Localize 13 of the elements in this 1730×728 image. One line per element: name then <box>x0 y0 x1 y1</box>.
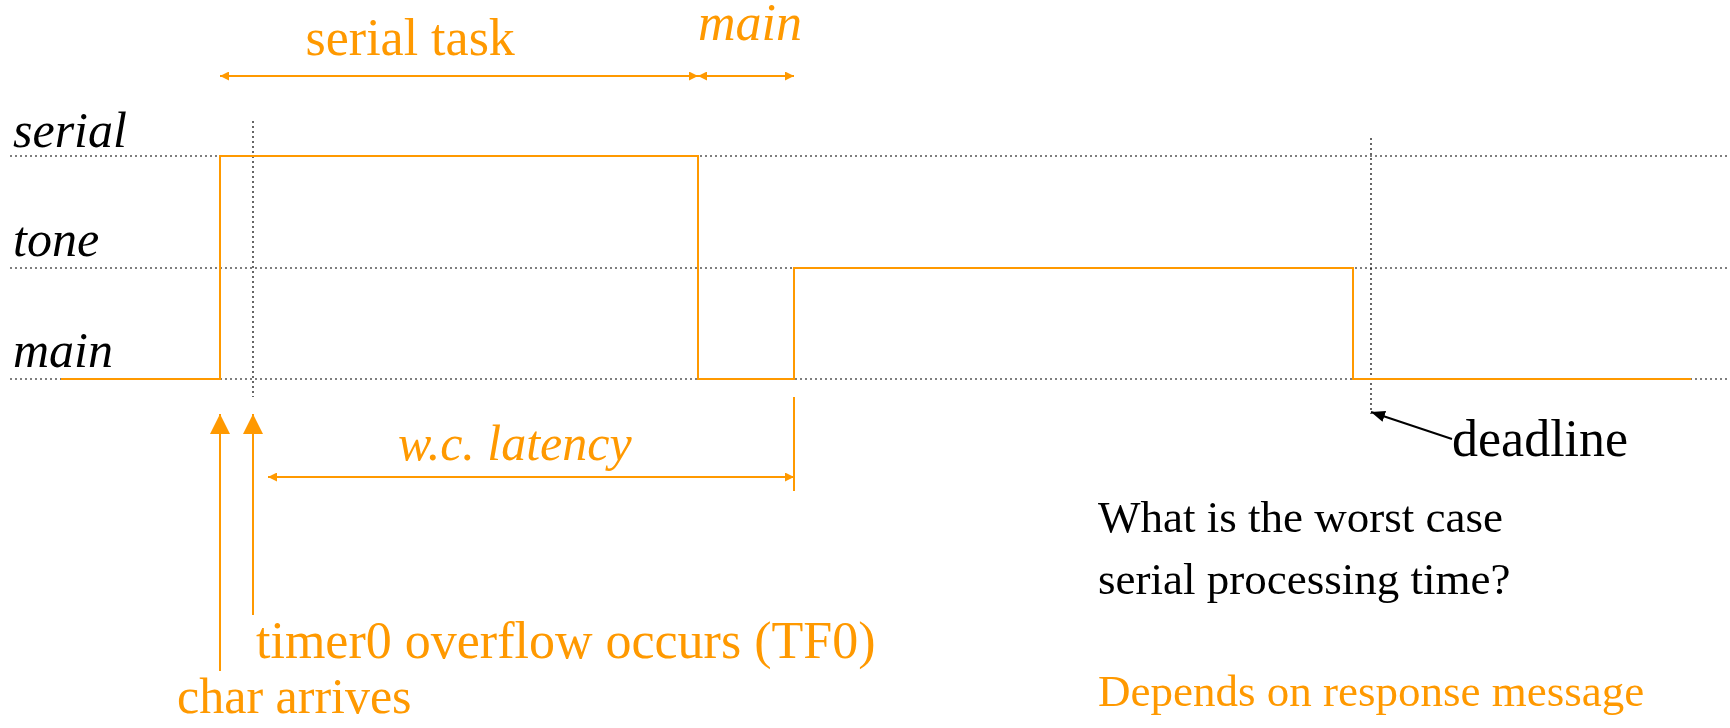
dimension-label: serial task <box>305 12 515 64</box>
signal-label: serial <box>13 105 127 155</box>
annotation-text: char arrives <box>177 671 412 721</box>
annotation-text: deadline <box>1452 413 1629 465</box>
question-text: What is the worst case serial processing time? <box>1098 491 1512 606</box>
arrow <box>210 413 230 672</box>
annotation-text: timer0 overflow occurs (TF0) <box>256 615 876 667</box>
arrow <box>243 413 263 616</box>
signal-label: tone <box>13 214 100 264</box>
answer-text: Depends on response message <box>1098 669 1645 714</box>
leader-line <box>1370 411 1453 440</box>
signal-label: main <box>13 325 113 375</box>
dimension-label: main <box>698 0 802 49</box>
